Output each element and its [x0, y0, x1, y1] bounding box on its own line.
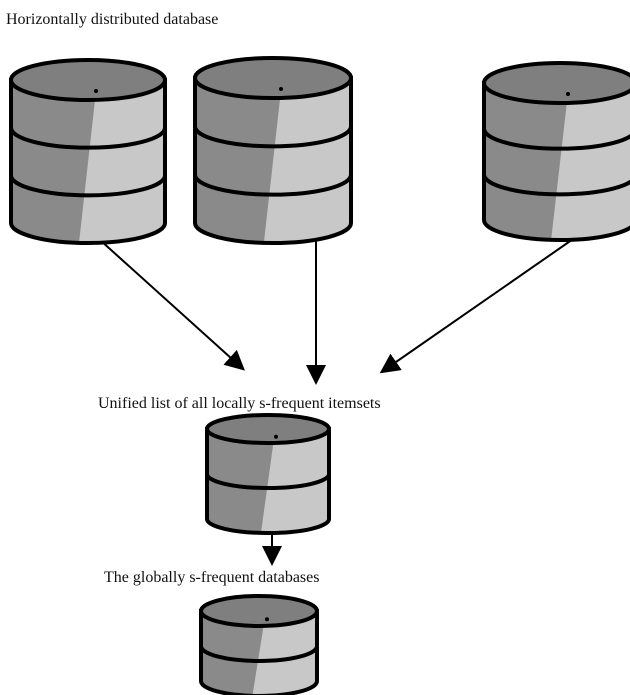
global-database-label: The globally s-frequent databases — [104, 569, 320, 586]
arrow-local-db-3-to-unified-db — [379, 227, 590, 374]
local-db-1-cylinder-icon — [9, 58, 167, 245]
arrow-local-db-1-to-unified-db — [99, 239, 245, 371]
local-db-3-cylinder-icon — [482, 61, 630, 242]
local-db-2-cylinder-icon — [193, 56, 353, 245]
global-db-cylinder-icon — [199, 594, 319, 695]
unified-list-label: Unified list of all locally s-frequent i… — [98, 395, 381, 412]
horizontal-database-label: Horizontally distributed database — [6, 11, 219, 28]
unified-db-cylinder-icon — [205, 413, 331, 535]
